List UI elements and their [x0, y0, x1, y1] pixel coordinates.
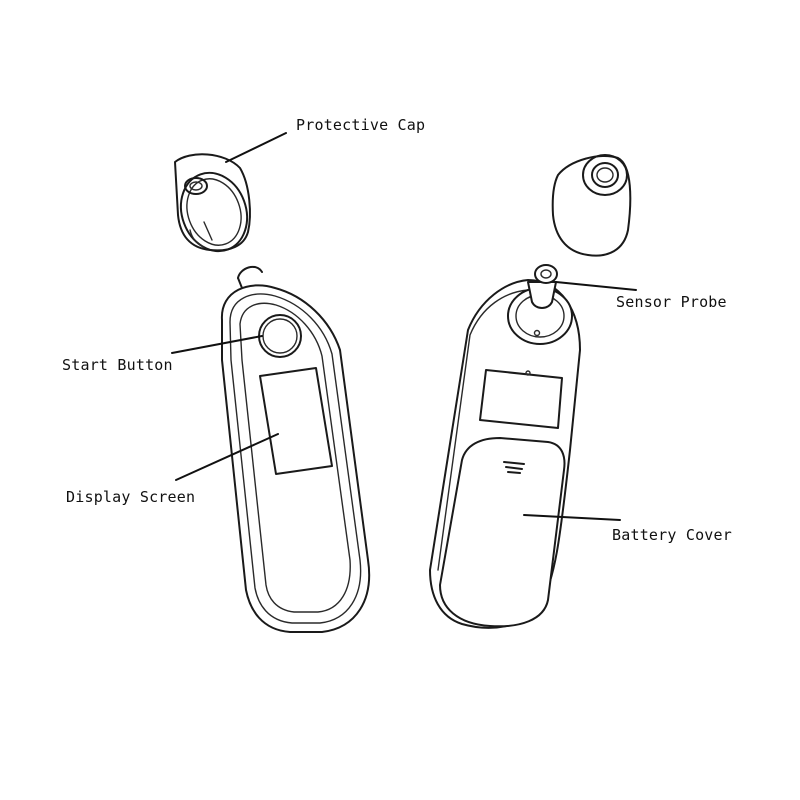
sensor-probe-shape — [534, 264, 558, 284]
sensor-probe-label: Sensor Probe — [616, 293, 727, 311]
display-screen-label: Display Screen — [66, 488, 196, 506]
protective-cap-rear — [551, 154, 632, 257]
thermometer-rear-body — [429, 264, 581, 629]
battery-cover-label: Battery Cover — [612, 526, 732, 544]
start-button-label: Start Button — [62, 356, 173, 374]
start-button-leader — [171, 335, 263, 354]
protective-cap-front — [174, 153, 251, 253]
thermometer-front-body — [220, 265, 371, 633]
start-button-shape[interactable] — [258, 314, 302, 358]
sensor-probe-leader — [555, 281, 637, 291]
protective-cap-label: Protective Cap — [296, 116, 426, 134]
battery-cover-leader — [523, 514, 621, 521]
protective-cap-leader — [225, 132, 287, 163]
display-screen-leader — [175, 433, 279, 481]
display-screen-shape — [259, 367, 333, 475]
battery-cover-shape[interactable] — [439, 437, 566, 628]
